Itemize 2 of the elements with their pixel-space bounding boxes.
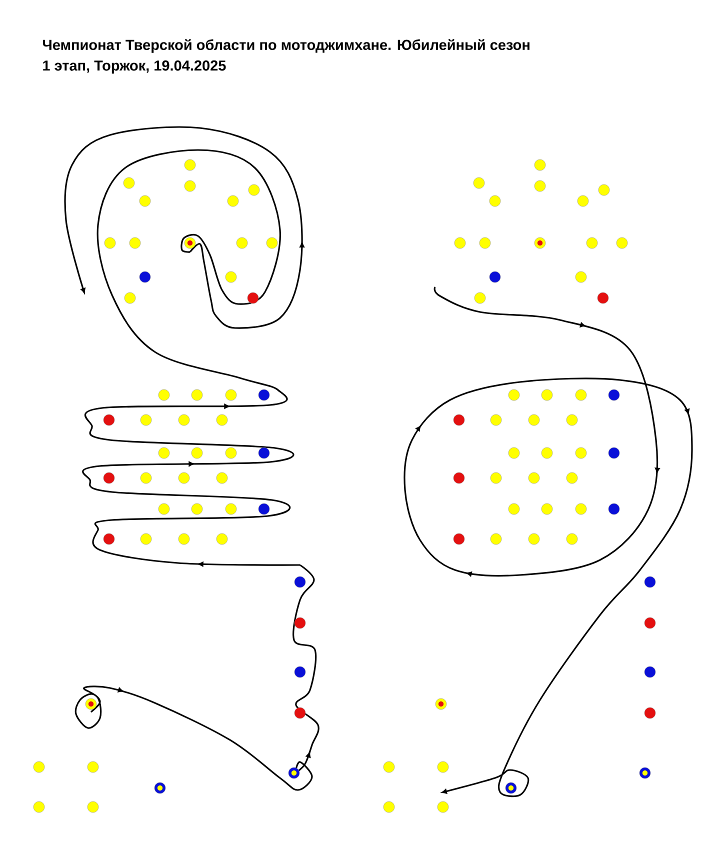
title: Чемпионат Тверской области по мотоджимхане. Юбилейный сезон — [42, 39, 530, 53]
subtitle: 1 этап, Торжок, 19.04.2025 — [43, 60, 226, 74]
